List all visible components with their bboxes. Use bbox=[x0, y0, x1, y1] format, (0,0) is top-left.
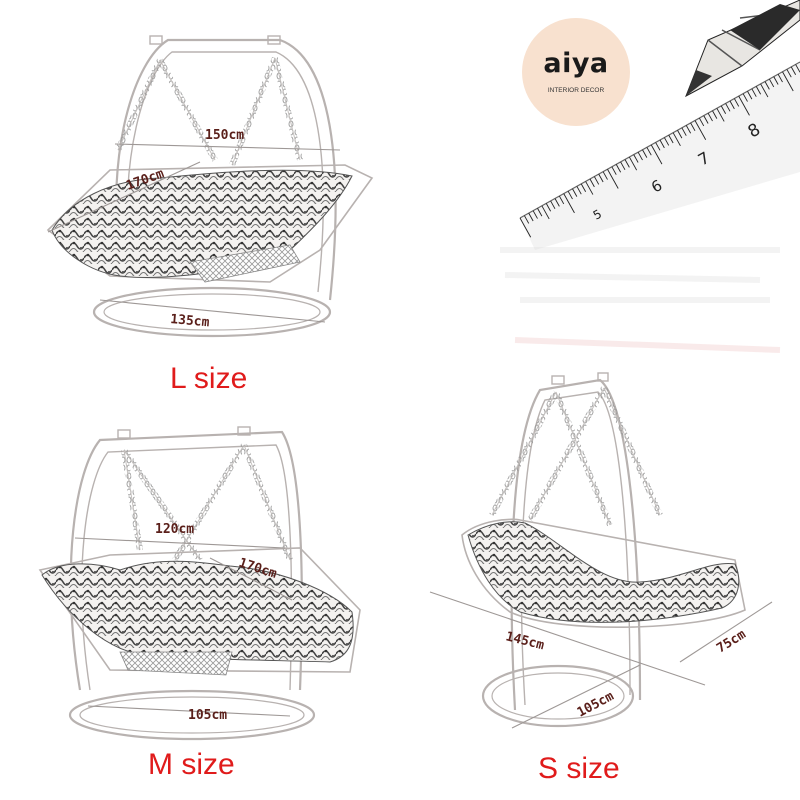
ruler-tick bbox=[707, 112, 713, 122]
ruler-tick bbox=[628, 156, 638, 171]
large-chair-weave-seat bbox=[189, 244, 301, 283]
brand-logo-name: aiya bbox=[543, 48, 609, 79]
ruler-tick bbox=[703, 115, 709, 124]
ruler-tick bbox=[768, 78, 775, 88]
ruler-tick bbox=[681, 127, 687, 136]
ruler-tick bbox=[663, 137, 670, 146]
ruler-tick bbox=[620, 161, 626, 171]
large-chair-base bbox=[92, 286, 332, 338]
ruler-tick bbox=[790, 66, 797, 75]
ruler-tick bbox=[698, 117, 705, 127]
ruler-tick bbox=[567, 190, 573, 200]
ruler-tick bbox=[694, 120, 707, 140]
ruler-tick bbox=[690, 122, 696, 132]
ruler-tick bbox=[712, 110, 718, 119]
ruler-tick bbox=[642, 149, 648, 158]
ruler-tick bbox=[672, 132, 681, 147]
ruler-tick bbox=[624, 159, 630, 168]
ruler-tick bbox=[633, 154, 639, 163]
ruler-tick bbox=[685, 125, 692, 134]
ruler-tick bbox=[782, 71, 794, 92]
brand-logo: aiya INTERIOR DECOR bbox=[522, 18, 630, 126]
ruler-tick bbox=[611, 166, 617, 175]
ruler-tick bbox=[572, 188, 578, 197]
ruler-tick bbox=[602, 171, 608, 180]
ruler-tick bbox=[755, 86, 762, 95]
ruler-tick bbox=[558, 195, 565, 205]
ruler-tick bbox=[742, 93, 748, 102]
ruler-tick bbox=[650, 144, 663, 165]
medium-chair-dimension-lines bbox=[74, 537, 293, 717]
medium-base-dimension: 105cm bbox=[188, 708, 227, 723]
ruler-tick bbox=[773, 76, 779, 85]
large-chair-dimension-lines bbox=[47, 143, 341, 323]
ruler-tick bbox=[637, 151, 643, 161]
ruler-tick bbox=[725, 103, 731, 112]
ruler-tick bbox=[729, 100, 735, 110]
medium-chair-cushion bbox=[41, 560, 354, 663]
medium-chair-base bbox=[68, 689, 316, 741]
ruler-tick bbox=[668, 134, 674, 144]
brand-logo-tagline: INTERIOR DECOR bbox=[547, 87, 605, 94]
ruler-tick bbox=[720, 105, 727, 114]
faint-background-smudge bbox=[500, 247, 781, 353]
ruler-tick bbox=[747, 91, 753, 100]
ruler-tick bbox=[545, 203, 552, 212]
ruler-tick bbox=[760, 83, 769, 98]
ruler-tick bbox=[733, 98, 740, 107]
ruler-tick bbox=[532, 210, 538, 219]
ruler-tick bbox=[563, 193, 575, 214]
ruler-tick bbox=[646, 147, 652, 156]
medium-chair-weave-seat bbox=[119, 651, 233, 676]
ruler-tick bbox=[655, 142, 661, 151]
small-size-label: S size bbox=[538, 752, 620, 785]
ruler-tick bbox=[523, 215, 530, 224]
ruler-tick bbox=[550, 200, 556, 210]
ruler-tick bbox=[786, 69, 792, 78]
ruler-tick bbox=[528, 212, 534, 222]
large-base-dimension: 135cm bbox=[170, 312, 210, 330]
ruler-illustration: 5 6 7 8 bbox=[519, 61, 800, 250]
ruler-tick bbox=[541, 205, 550, 220]
ruler-tick bbox=[576, 186, 582, 195]
ruler-tick bbox=[677, 130, 683, 139]
large-top-width-dimension: 150cm bbox=[205, 128, 244, 143]
small-chair-base bbox=[481, 664, 635, 728]
ruler-tick bbox=[659, 139, 665, 149]
ruler-tick bbox=[537, 208, 543, 217]
medium-size-label: M size bbox=[148, 748, 235, 781]
ruler-tick bbox=[751, 88, 757, 97]
ruler-tick bbox=[607, 169, 619, 189]
ruler-tick bbox=[615, 164, 622, 173]
large-size-label: L size bbox=[170, 362, 248, 395]
ruler-tick bbox=[795, 64, 800, 73]
ruler-tick bbox=[554, 198, 560, 207]
medium-top-width-dimension: 120cm bbox=[155, 522, 194, 537]
ruler-tick bbox=[519, 217, 532, 238]
small-chair-dimension-lines bbox=[429, 591, 773, 729]
small-length-dimension: 145cm bbox=[504, 629, 546, 653]
ruler-tick bbox=[738, 95, 750, 116]
ruler-tick bbox=[593, 176, 600, 185]
ruler-tick bbox=[716, 108, 725, 122]
ruler-tick bbox=[589, 178, 595, 188]
ruler-tick bbox=[598, 173, 604, 183]
small-width-dimension: 75cm bbox=[714, 627, 749, 656]
ruler-tick bbox=[585, 181, 594, 195]
pencil-illustration bbox=[685, 0, 800, 98]
ruler-tick bbox=[764, 81, 770, 90]
ruler-tick bbox=[580, 183, 587, 192]
small-chair-cushion bbox=[467, 521, 740, 623]
ruler-tick bbox=[777, 73, 783, 83]
